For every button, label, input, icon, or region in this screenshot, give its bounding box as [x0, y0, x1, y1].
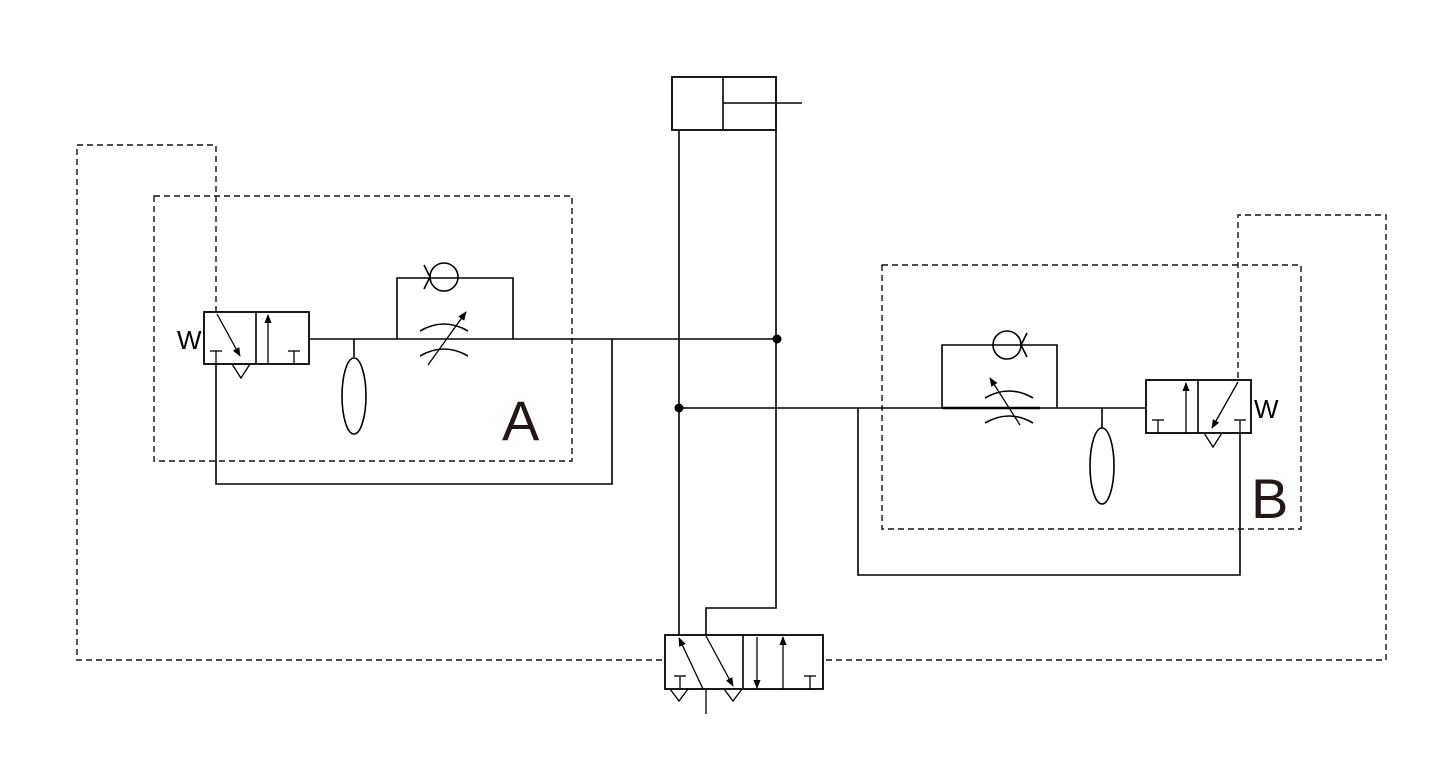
reservoir-a: [341, 357, 367, 435]
module-b-label: B: [1251, 467, 1288, 530]
junction-dot-upper: [772, 334, 782, 344]
pilot-line-right: [823, 214, 1387, 661]
valve-a-3-2: [203, 311, 310, 380]
spring-a-symbol: W: [177, 325, 202, 355]
flow-control-b: [941, 330, 1058, 426]
junction-dot-lower: [674, 403, 684, 413]
module-a-boundary: [153, 195, 573, 462]
module-b-boundary: [881, 264, 1302, 530]
valve-b-3-2: [1145, 379, 1252, 449]
line-to-module-b: [679, 407, 1241, 576]
pilot-line-left: [76, 144, 665, 661]
double-acting-cylinder: [671, 76, 802, 131]
main-valve-5-2: [664, 634, 824, 714]
cylinder-supply-lines: [678, 130, 777, 648]
module-a-label: A: [502, 389, 540, 452]
flow-control-a: [396, 262, 514, 366]
reservoir-b: [1089, 427, 1115, 505]
line-to-module-a: [215, 338, 777, 485]
spring-b-symbol: W: [1254, 394, 1279, 424]
